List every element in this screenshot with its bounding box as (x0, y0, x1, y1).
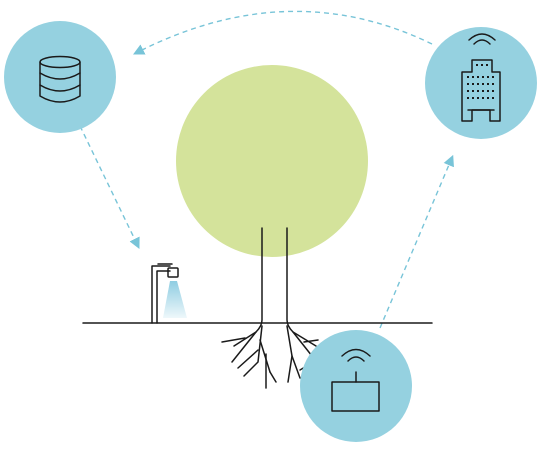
tree-roots (221, 325, 319, 389)
water-spray (163, 281, 187, 318)
node-storage-circle (4, 21, 116, 133)
arrow-storage-to-tap (79, 125, 140, 250)
arrow-building-to-storage (133, 10, 433, 55)
arrow-sensor-to-building (379, 154, 454, 329)
node-sensor (300, 330, 412, 442)
smart-building-icon (461, 33, 501, 122)
water-tap-icon (151, 263, 187, 324)
tap-spout (167, 267, 179, 278)
node-building (425, 27, 537, 139)
tree-crown (176, 65, 368, 257)
database-icon (39, 55, 81, 103)
node-storage (4, 21, 116, 133)
wireless-sensor-icon (331, 348, 380, 412)
node-building-circle (425, 27, 537, 139)
building-windows (467, 64, 494, 99)
node-sensor-circle (300, 330, 412, 442)
tap-post (151, 265, 171, 324)
tree-icon (221, 227, 319, 389)
